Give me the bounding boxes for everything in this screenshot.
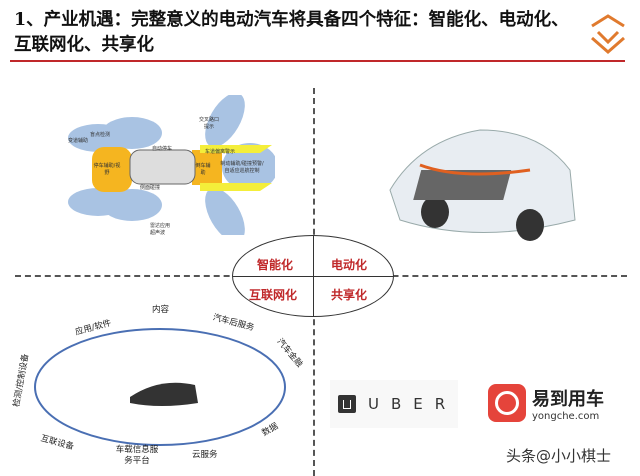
radar-label: 自动停车 <box>152 146 173 152</box>
eco-label: 内容 <box>152 305 170 315</box>
adas-radar-diagram <box>68 95 275 235</box>
radar-label: 车道偏离警示 <box>205 149 236 155</box>
yongche-domain: yongche.com <box>532 410 600 422</box>
radar-label: 制动辅助/碰撞预警/自适应巡航控制 <box>220 161 264 174</box>
yongche-icon <box>488 384 526 422</box>
radar-label: 交叉路口提示 <box>198 117 219 130</box>
yongche-name: 易到用车 <box>532 388 604 410</box>
radar-label: 停车辅助/视野 <box>93 163 121 176</box>
electric-car-image <box>389 129 576 241</box>
radar-label: 倒车辅助 <box>195 163 211 176</box>
brand-logo <box>591 14 625 54</box>
uber-wordmark: UBER <box>368 395 458 413</box>
feature-internet: 互联网化 <box>249 288 298 302</box>
radar-label: 变道辅助 <box>68 138 89 144</box>
uber-logo: UBER <box>330 380 458 428</box>
feature-sharing: 共享化 <box>331 288 368 302</box>
radar-label: 盲点检测 <box>90 132 111 138</box>
legend-radar: 雷达应用 <box>150 223 171 229</box>
watermark: 头条@小小棋士 <box>506 447 612 465</box>
feature-electric: 电动化 <box>331 258 368 272</box>
uber-icon <box>338 395 356 413</box>
four-features-diagram: 智能化 电动化 互联网化 共享化 <box>232 235 394 317</box>
ecosystem-ellipse <box>34 328 286 446</box>
title-divider <box>10 60 625 62</box>
eco-label: 车载信息服务平台 <box>115 445 159 466</box>
slide-title: 1、产业机遇：完整意义的电动汽车将具备四个特征：智能化、电动化、互联网化、共享化 <box>14 10 569 55</box>
radar-label: 侧面碰撞 <box>140 185 161 191</box>
divider <box>233 276 393 277</box>
feature-intelligent: 智能化 <box>257 258 294 272</box>
eco-label: 云服务 <box>192 450 218 460</box>
legend-ultrasonic: 超声波 <box>150 230 166 236</box>
